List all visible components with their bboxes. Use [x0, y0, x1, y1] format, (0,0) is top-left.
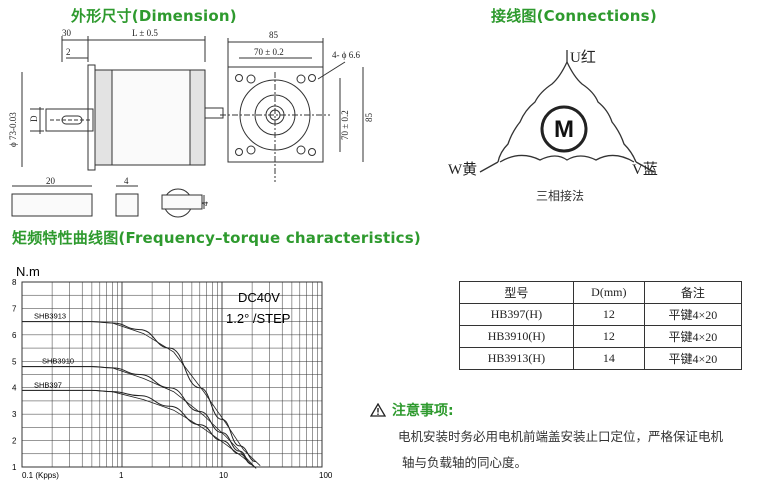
table-row: HB397(H) 12 平键4×20 [459, 303, 743, 326]
y-tick-label: 4 [12, 384, 17, 393]
y-tick-label: 1 [12, 463, 17, 472]
header-note: 备注 [643, 281, 743, 304]
chart-heading: 矩频特性曲线图(Frequency–torque characteristics… [12, 229, 421, 247]
terminal-v: V蓝 [632, 161, 658, 178]
warning-icon [370, 403, 386, 417]
y-tick-label: 2 [12, 437, 17, 446]
table-cell: HB3910(H) [459, 325, 574, 348]
motor-shaft-side [45, 108, 94, 132]
table-cell: 平键4×20 [643, 325, 743, 348]
table-cell: HB397(H) [459, 303, 574, 326]
terminal-u: U红 [570, 49, 596, 66]
table-row: HB3913(H) 14 平键4×20 [459, 347, 743, 370]
table-cell: 12 [572, 325, 645, 348]
table-cell: 平键4×20 [643, 347, 743, 370]
y-tick-label: 3 [12, 410, 17, 419]
dim-D: D [29, 115, 39, 122]
dim-2: 2 [66, 47, 71, 57]
series-line-alt [22, 389, 257, 469]
series-label: SHB3910 [42, 357, 74, 366]
y-tick-label: 6 [12, 331, 17, 340]
chart-annotation-voltage: DC40V [238, 290, 280, 305]
y-tick-label: 7 [12, 304, 17, 313]
terminal-w: W黄 [448, 161, 477, 178]
header-model: 型号 [459, 281, 574, 304]
dimension-drawing: 30 L ± 0.5 2 85 70 ± 0.2 4- ϕ 6.6 85 70 … [8, 28, 374, 218]
x-tick-label: 1 [119, 471, 124, 480]
connection-caption: 三相接法 [536, 188, 584, 203]
spec-table: 型号 D(mm) 备注 HB397(H) 12 平键4×20 HB3910(H)… [459, 281, 743, 370]
table-cell: HB3913(H) [459, 347, 574, 370]
dim-shaft: ϕ 73-0.03 [8, 112, 18, 147]
key-part [11, 193, 93, 217]
table-cell: 12 [572, 303, 645, 326]
table-row: HB3910(H) 12 平键4×20 [459, 325, 743, 348]
dim-70-right: 70 ± 0.2 [340, 110, 350, 140]
motor-label: M [554, 116, 574, 143]
chart-x-unit: 0.1 (Kpps) [22, 471, 59, 480]
dim-85-top: 85 [269, 30, 279, 40]
dim-30: 30 [62, 28, 72, 38]
motor-body-side [94, 69, 206, 166]
dim-L: L ± 0.5 [132, 28, 158, 38]
key-height: 4 [200, 201, 210, 206]
series-line-alt [22, 321, 261, 467]
chart-ylabel: N.m [16, 264, 40, 279]
notice-line-1: 电机安装时务必用电机前端盖安装止口定位，严格保证电机 [398, 429, 724, 444]
notice-title: 注意事项: [370, 400, 454, 420]
spec-table-header: 型号 D(mm) 备注 [459, 281, 743, 304]
key-length: 20 [46, 176, 56, 186]
x-tick-label: 10 [219, 471, 228, 480]
notice-text: 电机安装时务必用电机前端盖安装止口定位，严格保证电机 轴与负载轴的同心度。 [398, 424, 748, 476]
key-width: 4 [124, 176, 129, 186]
y-tick-label: 8 [12, 278, 17, 287]
notice-line-2: 轴与负载轴的同心度。 [402, 455, 528, 470]
chart-annotation-step: 1.2° /STEP [226, 311, 290, 326]
notice-title-text: 注意事项: [392, 403, 454, 419]
connection-diagram: M U红 W黄 V蓝 三相接法 [448, 49, 658, 203]
connections-heading: 接线图(Connections) [491, 7, 657, 25]
dim-85-right: 85 [364, 113, 374, 123]
y-tick-label: 5 [12, 357, 17, 366]
x-tick-label: 100 [319, 471, 333, 480]
series-label: SHB3913 [34, 312, 66, 321]
motor-flange-side [87, 64, 96, 171]
series-label: SHB397 [34, 380, 62, 389]
series-line-alt [22, 366, 257, 469]
table-cell: 平键4×20 [643, 303, 743, 326]
dim-70-top: 70 ± 0.2 [254, 47, 284, 57]
dim-hole: 4- ϕ 6.6 [332, 50, 360, 60]
dimension-heading: 外形尺寸(Dimension) [71, 7, 237, 25]
header-d: D(mm) [572, 281, 645, 304]
table-cell: 14 [572, 347, 645, 370]
